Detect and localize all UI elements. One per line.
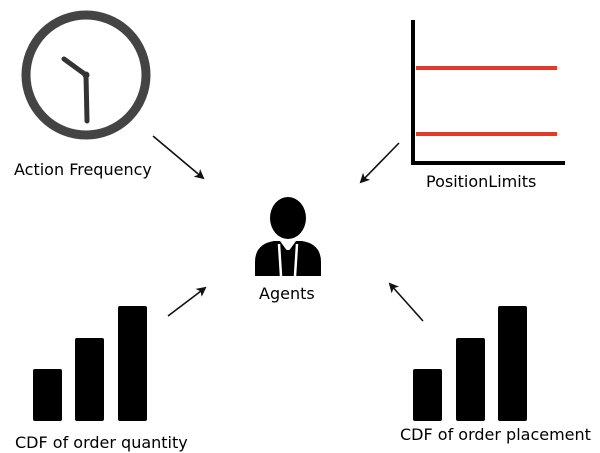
cdf-order-quantity-label: CDF of order quantity: [15, 433, 188, 452]
clock-icon: [21, 10, 151, 140]
agent-tie: [284, 250, 292, 274]
clock-hour-hand: [61, 56, 89, 78]
position-limits-label: PositionLimits: [426, 172, 537, 191]
arrow-icon: [359, 142, 400, 184]
action-frequency-label: Action Frequency: [14, 160, 152, 179]
bar-short: [413, 369, 442, 421]
bar-chart-icon: [413, 306, 527, 421]
bar-medium: [456, 338, 485, 421]
cdf-order-placement-label: CDF of order placement: [400, 425, 591, 444]
arrow-icon: [152, 135, 205, 180]
arrow-icon: [388, 282, 424, 322]
agent-left-lapel-gap: [277, 243, 283, 277]
arrow-icon: [167, 286, 207, 317]
bar-medium: [75, 338, 104, 421]
position-limits-chart-icon: [411, 20, 565, 165]
bar-chart-icon: [33, 306, 147, 421]
bar-short: [33, 369, 62, 421]
agents-label: Agents: [259, 284, 315, 303]
agent-shirt-collar: [280, 241, 296, 252]
agent-head: [270, 197, 306, 239]
agent-right-lapel-gap: [293, 243, 299, 277]
clock-minute-hand: [83, 72, 90, 124]
agent-icon: [255, 197, 321, 277]
clock-center: [82, 71, 90, 79]
bar-tall: [498, 306, 527, 421]
bar-tall: [118, 306, 147, 421]
